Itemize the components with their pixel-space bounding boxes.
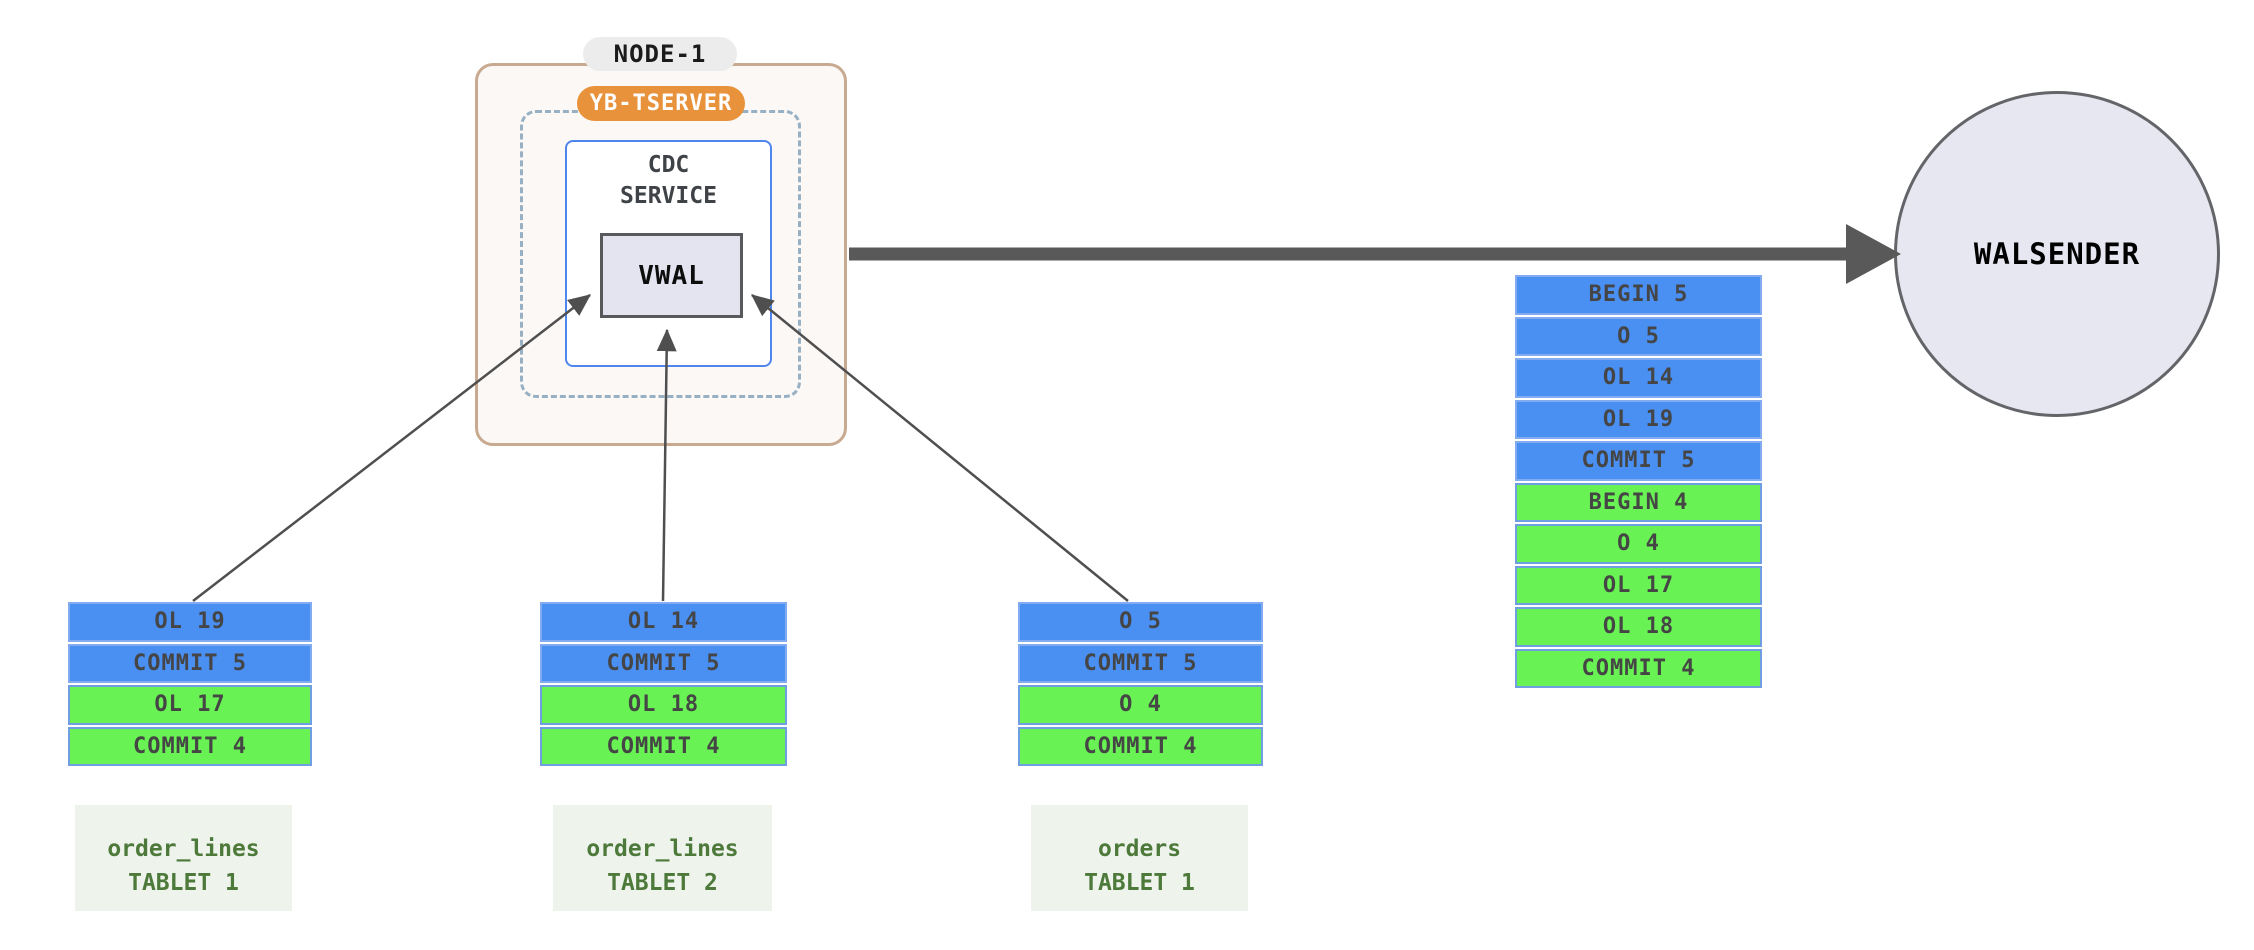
tablet-row: COMMIT 5 xyxy=(1018,643,1263,683)
cdc-service-label-line1: CDC xyxy=(647,152,690,178)
queue-row: COMMIT 5 xyxy=(1515,441,1762,481)
tablet-label-3-table: orders xyxy=(1097,835,1182,862)
merged-queue: BEGIN 5 O 5 OL 14 OL 19 COMMIT 5 BEGIN 4… xyxy=(1515,275,1762,688)
tablet-row: OL 17 xyxy=(68,685,312,725)
tablet-row: COMMIT 4 xyxy=(1018,726,1263,766)
tablet-row: COMMIT 4 xyxy=(540,726,787,766)
tablet-stack-3: O 5 COMMIT 5 O 4 COMMIT 4 xyxy=(1018,602,1263,766)
queue-row: BEGIN 5 xyxy=(1515,275,1762,315)
queue-row: OL 17 xyxy=(1515,565,1762,605)
tablet-row: O 5 xyxy=(1018,602,1263,642)
node-1-title: NODE-1 xyxy=(613,40,707,68)
queue-row: OL 19 xyxy=(1515,399,1762,439)
queue-row: OL 18 xyxy=(1515,607,1762,647)
tablet-label-1: order_lines TABLET 1 xyxy=(75,805,292,911)
tablet-row: COMMIT 4 xyxy=(68,726,312,766)
tablet-row: COMMIT 5 xyxy=(540,643,787,683)
walsender-circle: WALSENDER xyxy=(1894,91,2220,417)
queue-row: O 4 xyxy=(1515,524,1762,564)
node-1-title-pill: NODE-1 xyxy=(583,37,737,71)
tablet-label-3: orders TABLET 1 xyxy=(1031,805,1248,911)
tablet-label-2-tablet: TABLET 2 xyxy=(607,870,718,896)
queue-row: O 5 xyxy=(1515,316,1762,356)
tablet-label-1-tablet: TABLET 1 xyxy=(128,870,239,896)
cdc-service-label: CDC SERVICE xyxy=(565,150,772,212)
tablet-label-1-table: order_lines xyxy=(107,835,260,862)
tablet-label-2-table: order_lines xyxy=(586,835,739,862)
tablet-row: COMMIT 5 xyxy=(68,643,312,683)
vwal-label: VWAL xyxy=(638,260,705,291)
tablet-label-2: order_lines TABLET 2 xyxy=(553,805,772,911)
tablet-row: O 4 xyxy=(1018,685,1263,725)
queue-row: OL 14 xyxy=(1515,358,1762,398)
tablet-stack-2: OL 14 COMMIT 5 OL 18 COMMIT 4 xyxy=(540,602,787,766)
queue-row: BEGIN 4 xyxy=(1515,482,1762,522)
yb-tserver-pill: YB-TSERVER xyxy=(577,86,745,121)
vwal-box: VWAL xyxy=(600,233,743,318)
tablet-row: OL 14 xyxy=(540,602,787,642)
tablet-label-3-tablet: TABLET 1 xyxy=(1084,870,1195,896)
queue-row: COMMIT 4 xyxy=(1515,648,1762,688)
yb-tserver-label: YB-TSERVER xyxy=(589,91,733,116)
tablet-stack-1: OL 19 COMMIT 5 OL 17 COMMIT 4 xyxy=(68,602,312,766)
tablet-row: OL 18 xyxy=(540,685,787,725)
tablet-row: OL 19 xyxy=(68,602,312,642)
cdc-service-label-line2: SERVICE xyxy=(620,183,717,210)
walsender-label: WALSENDER xyxy=(1973,237,2141,271)
